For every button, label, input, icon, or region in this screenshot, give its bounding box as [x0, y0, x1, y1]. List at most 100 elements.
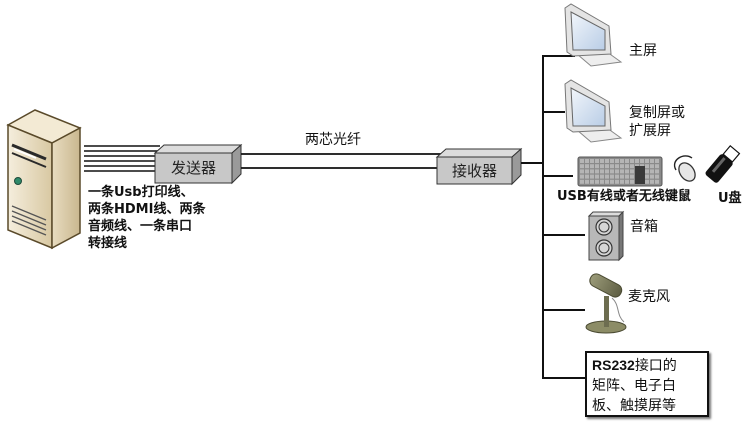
- keyboard-icon: [577, 156, 663, 187]
- rs232-prefix: RS232: [592, 357, 635, 373]
- keyboard-key: [645, 169, 649, 174]
- keyboard-key: [620, 174, 624, 179]
- keyboard-key: [615, 179, 619, 184]
- keyboard-key: [595, 159, 599, 163]
- microphone-icon: [585, 273, 627, 334]
- main-screen-label: 主屏: [629, 43, 657, 59]
- keyboard-key: [625, 179, 629, 184]
- keyboard-key: [580, 169, 584, 174]
- keyboard-key: [590, 169, 594, 174]
- keyboard-key: [600, 174, 604, 179]
- rs232-devices-box: RS232接口的 矩阵、电子白 板、触摸屏等: [585, 351, 709, 417]
- keyboard-key: [615, 164, 619, 169]
- keyboard-key: [655, 164, 659, 169]
- keyboard-key: [595, 169, 599, 174]
- keyboard-key: [580, 174, 584, 179]
- keyboard-key: [650, 159, 654, 163]
- keyboard-key: [585, 169, 589, 174]
- cables-label: 一条Usb打印线、 两条HDMI线、两条 音频线、一条串口 转接线: [88, 184, 205, 252]
- transmitter-label: 发送器: [170, 159, 216, 177]
- keyboard-key: [625, 164, 629, 169]
- keyboard-key: [630, 164, 634, 169]
- keyboard-key: [605, 174, 609, 179]
- keyboard-mouse-label: USB有线或者无线键鼠: [557, 189, 691, 204]
- keyboard-key: [625, 174, 629, 179]
- keyboard-key: [645, 159, 649, 163]
- keyboard-key: [600, 159, 604, 163]
- keyboard-key: [600, 169, 604, 174]
- monitor-icon: [564, 3, 623, 67]
- receiver-box: [435, 147, 523, 186]
- keyboard-key: [630, 174, 634, 179]
- keyboard-key: [635, 159, 639, 163]
- keyboard-key: [610, 164, 614, 169]
- keyboard-key: [585, 179, 589, 184]
- cables-label-line: 一条Usb打印线、: [88, 185, 194, 200]
- rs232-label-line: 板、触摸屏等: [592, 398, 676, 414]
- keyboard-key: [650, 169, 654, 174]
- usb-drive-icon: [705, 144, 741, 183]
- keyboard-key: [590, 179, 594, 184]
- output-bus: [521, 55, 585, 379]
- keyboard-key: [620, 179, 624, 184]
- keyboard-key: [650, 179, 654, 184]
- keyboard-key: [595, 164, 599, 169]
- keyboard-key: [600, 179, 604, 184]
- keyboard-key: [580, 179, 584, 184]
- usb-drive-label: U盘: [718, 191, 742, 206]
- keyboard-key: [620, 164, 624, 169]
- speaker-icon: [587, 210, 625, 262]
- keyboard-key: [615, 159, 619, 163]
- keyboard-key: [580, 164, 584, 169]
- microphone-label: 麦克风: [628, 289, 670, 305]
- copy-screen-label-line: 复制屏或: [629, 105, 685, 121]
- keyboard-key: [630, 159, 634, 163]
- keyboard-key: [625, 159, 629, 163]
- keyboard-key: [620, 169, 624, 174]
- keyboard-key: [655, 159, 659, 163]
- keyboard-key: [620, 159, 624, 163]
- keyboard-key: [605, 164, 609, 169]
- keyboard-key: [655, 174, 659, 179]
- keyboard-key: [640, 159, 644, 163]
- keyboard-key: [615, 169, 619, 174]
- server-tower-icon: [6, 109, 82, 250]
- cables-label-line: 两条HDMI线、两条: [88, 202, 206, 217]
- keyboard-key: [610, 169, 614, 174]
- keyboard-key: [580, 159, 584, 163]
- keyboard-key: [650, 174, 654, 179]
- mouse-icon: [673, 155, 696, 182]
- fiber-link: [241, 153, 443, 169]
- keyboard-key: [605, 169, 609, 174]
- keyboard-key: [655, 169, 659, 174]
- keyboard-key: [610, 174, 614, 179]
- rs232-label-line: 矩阵、电子白: [592, 378, 676, 394]
- transmitter-box: [153, 143, 243, 185]
- keyboard-key: [605, 179, 609, 184]
- keyboard-key: [590, 159, 594, 163]
- keyboard-key: [605, 159, 609, 163]
- keyboard-key: [595, 174, 599, 179]
- keyboard-key: [590, 164, 594, 169]
- keyboard-key: [600, 164, 604, 169]
- rs232-rest: 接口的: [634, 358, 677, 374]
- cables-label-line: 音频线、一条串口: [88, 219, 193, 234]
- keyboard-key: [585, 164, 589, 169]
- receiver-label: 接收器: [451, 162, 497, 180]
- keyboard-key: [615, 174, 619, 179]
- keyboard-key: [585, 159, 589, 163]
- keyboard-key: [645, 174, 649, 179]
- keyboard-key: [625, 169, 629, 174]
- fiber-label: 两芯光纤: [305, 132, 361, 148]
- keyboard-key: [645, 179, 649, 184]
- monitor-icon: [564, 79, 623, 143]
- keyboard-key: [630, 169, 634, 174]
- keyboard-key: [645, 164, 649, 169]
- copy-screen-label-line: 扩展屏: [629, 123, 671, 139]
- keyboard-key: [610, 179, 614, 184]
- speaker-label: 音箱: [630, 219, 658, 235]
- keyboard-key: [650, 164, 654, 169]
- cable-bundle: [84, 145, 160, 172]
- keyboard-key: [655, 179, 659, 184]
